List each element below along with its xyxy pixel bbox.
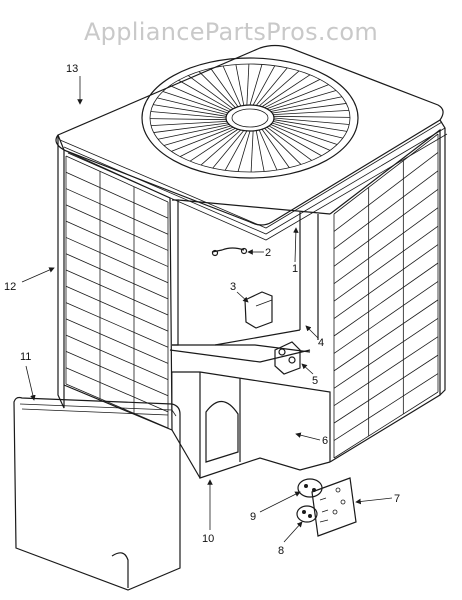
fitting-9 — [297, 478, 323, 498]
leader-lines — [21, 76, 393, 543]
top-panel — [55, 44, 448, 241]
callout-12: 12 — [4, 281, 16, 293]
callout-10: 10 — [202, 533, 214, 545]
callout-13: 13 — [66, 63, 78, 75]
callout-5: 5 — [312, 375, 318, 387]
callout-2: 2 — [265, 247, 271, 259]
control-compartment — [169, 199, 331, 375]
callout-6: 6 — [322, 435, 328, 447]
callout-3: 3 — [230, 281, 236, 293]
service-panel — [13, 396, 181, 591]
callout-4: 4 — [318, 337, 324, 349]
callout-labels: 13 1 2 3 4 5 6 7 8 9 10 11 12 — [4, 63, 400, 557]
left-coil-guard — [57, 134, 173, 431]
fan-grille — [141, 57, 359, 179]
callout-7: 7 — [394, 493, 400, 505]
callout-8: 8 — [278, 545, 284, 557]
mounting-plate — [311, 477, 357, 537]
callout-11: 11 — [20, 351, 31, 363]
fitting-8 — [296, 505, 318, 523]
right-coil-guard — [329, 119, 446, 463]
corner-panel — [171, 371, 331, 479]
watermark-text: AppliancePartsPros.com — [83, 18, 379, 46]
callout-1: 1 — [292, 263, 298, 275]
callout-9: 9 — [250, 511, 256, 523]
